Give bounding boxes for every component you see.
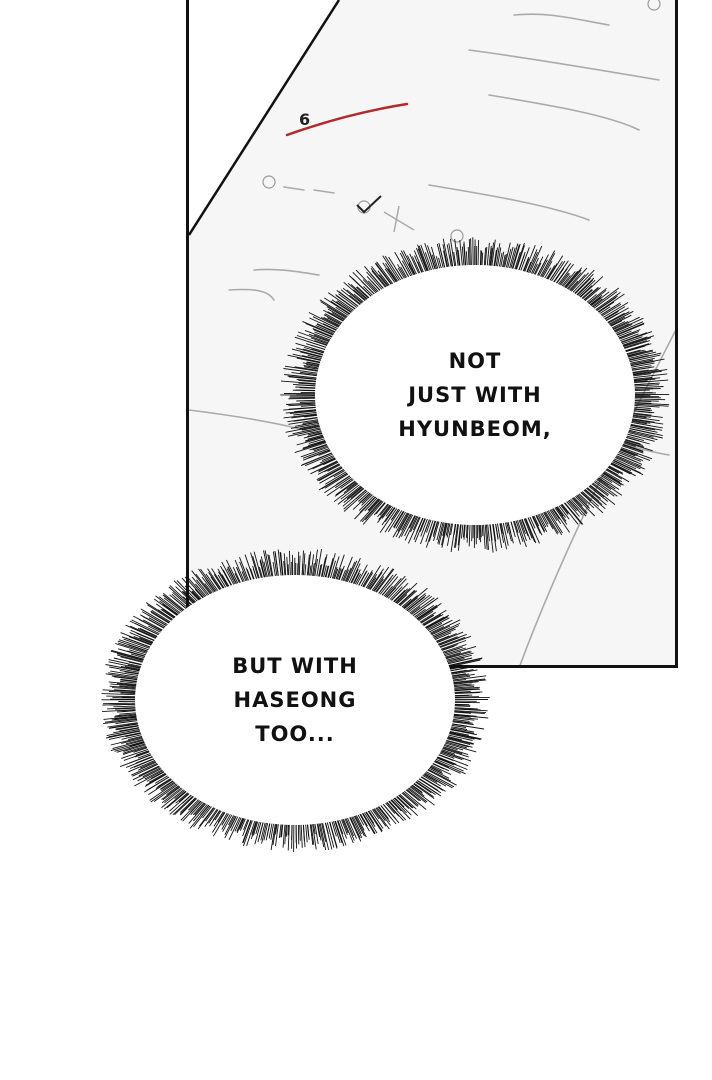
speech-bubble-top: NOT JUST WITH HYUNBEOM, <box>280 237 670 553</box>
bubble-top-line-2: JUST WITH <box>408 383 542 407</box>
bubble-top-shape <box>280 237 670 553</box>
bubble-bottom-line-3: TOO... <box>255 722 335 746</box>
speech-bubble-bottom: BUT WITH HASEONG TOO... <box>100 540 490 860</box>
bubble-top-text: NOT JUST WITH HYUNBEOM, <box>285 240 665 550</box>
bubble-top-line-3: HYUNBEOM, <box>398 417 552 441</box>
bubble-bottom-shape <box>101 549 490 853</box>
bubble-bottom-line-2: HASEONG <box>233 688 357 712</box>
bubble-bottom-line-1: BUT WITH <box>232 654 358 678</box>
bubble-bottom-text: BUT WITH HASEONG TOO... <box>100 540 500 860</box>
bubble-top-line-1: NOT <box>448 349 502 373</box>
paper-mark-number: 6 <box>299 110 311 129</box>
bubble-fill <box>135 575 455 825</box>
bubble-fill <box>315 265 635 525</box>
